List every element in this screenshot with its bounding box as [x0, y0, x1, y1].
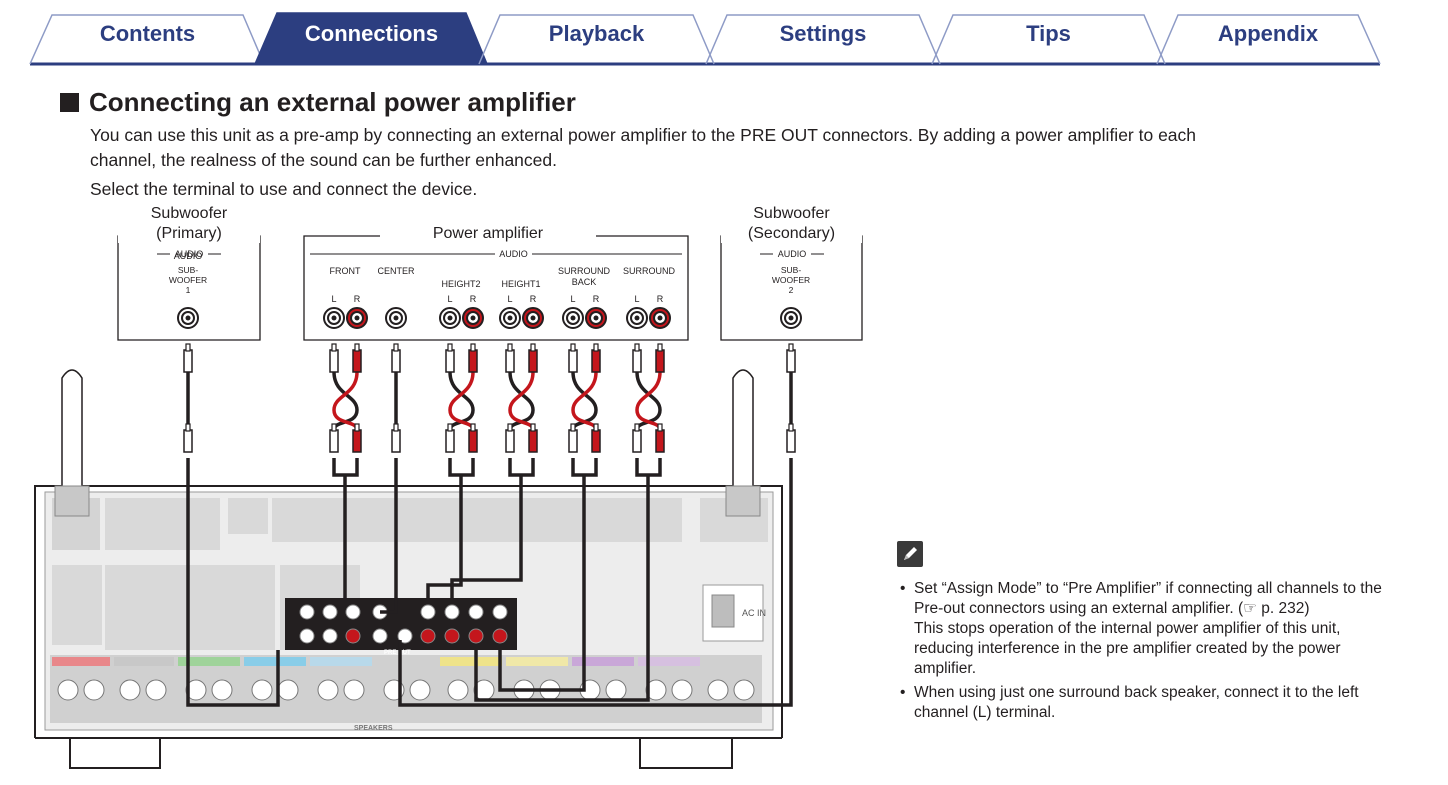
- ch-center-label: CENTER: [377, 266, 415, 276]
- note-item: When using just one surround back speake…: [900, 683, 1390, 723]
- power-amp-audio-label: AUDIO: [499, 249, 528, 259]
- note-subtext: This stops operation of the internal pow…: [914, 620, 1341, 677]
- surround-l-label: L: [634, 294, 640, 304]
- tab-playback[interactable]: Playback: [548, 21, 645, 46]
- sub-secondary-title-line1: Subwoofer: [753, 205, 830, 222]
- ch-surround-label: SURROUND: [622, 266, 675, 276]
- ch-height2-label: HEIGHT2: [441, 279, 481, 289]
- tab-contents[interactable]: Contents: [99, 21, 196, 46]
- intro-line-1: You can use this unit as a pre-amp by co…: [90, 125, 1197, 145]
- cables: [186, 371, 793, 431]
- ch-height1-label: HEIGHT1: [501, 279, 541, 289]
- av-receiver: AC IN PRE OUT: [34, 485, 783, 769]
- ch-surround-back-label-2: BACK: [571, 277, 597, 287]
- surround-r-label: R: [656, 294, 664, 304]
- sub-primary-conn-3: 1: [185, 285, 191, 295]
- sub-secondary-conn-1: SUB-: [780, 265, 802, 275]
- sub-secondary-audio-label: AUDIO: [777, 249, 807, 259]
- power-amp-box: [303, 235, 689, 341]
- svg-text:AUDIO: AUDIO: [174, 251, 203, 261]
- height1-r-label: R: [529, 294, 537, 304]
- heading-square-icon: [60, 93, 79, 112]
- sback-r-label: R: [592, 294, 600, 304]
- power-amp-title: Power amplifier: [384, 224, 592, 243]
- height2-r-label: R: [469, 294, 477, 304]
- sub-primary-audio-label: AUDIO: [174, 249, 204, 259]
- page-title: Connecting an external power amplifier: [89, 87, 576, 117]
- height1-l-label: L: [507, 294, 513, 304]
- front-l-label: L: [331, 294, 337, 304]
- sub-secondary-title-line2: (Secondary): [721, 224, 862, 243]
- front-r-label: R: [353, 294, 361, 304]
- intro-instruction: Select the terminal to use and connect t…: [90, 179, 478, 199]
- sub-primary-conn-1: SUB-: [177, 265, 199, 275]
- sub-primary-title-line2: (Primary): [118, 224, 260, 243]
- svg-text:PRE OUT: PRE OUT: [384, 650, 411, 656]
- sub-secondary-conn-2: WOOFER: [771, 275, 811, 285]
- sub-primary-conn-2: WOOFER: [168, 275, 208, 285]
- intro-line-2: channel, the realness of the sound can b…: [90, 150, 557, 170]
- note-text: When using just one surround back speake…: [914, 684, 1359, 721]
- height2-l-label: L: [447, 294, 453, 304]
- tab-bar-shapes: [29, 12, 1381, 66]
- note-text: Set “Assign Mode” to “Pre Amplifier” if …: [914, 580, 1382, 617]
- pencil-note-icon: [897, 541, 923, 567]
- tab-bar: Contents Connections Playback Settings T…: [0, 0, 1448, 70]
- svg-text:SPEAKERS: SPEAKERS: [354, 725, 393, 732]
- tab-appendix[interactable]: Appendix: [1217, 21, 1319, 46]
- tab-settings[interactable]: Settings: [779, 21, 867, 46]
- sub-primary-title-line1: Subwoofer: [150, 205, 228, 222]
- tab-tips[interactable]: Tips: [1026, 21, 1071, 46]
- ch-front-label: FRONT: [329, 266, 361, 276]
- sub-secondary-conn-3: 2: [788, 285, 794, 295]
- notes-list: Set “Assign Mode” to “Pre Amplifier” if …: [900, 579, 1390, 727]
- svg-text:AC IN: AC IN: [742, 608, 766, 618]
- ch-surround-back-label-1: SURROUND: [557, 266, 610, 276]
- sback-l-label: L: [570, 294, 576, 304]
- note-item: Set “Assign Mode” to “Pre Amplifier” if …: [900, 579, 1390, 679]
- tab-connections[interactable]: Connections: [304, 21, 439, 46]
